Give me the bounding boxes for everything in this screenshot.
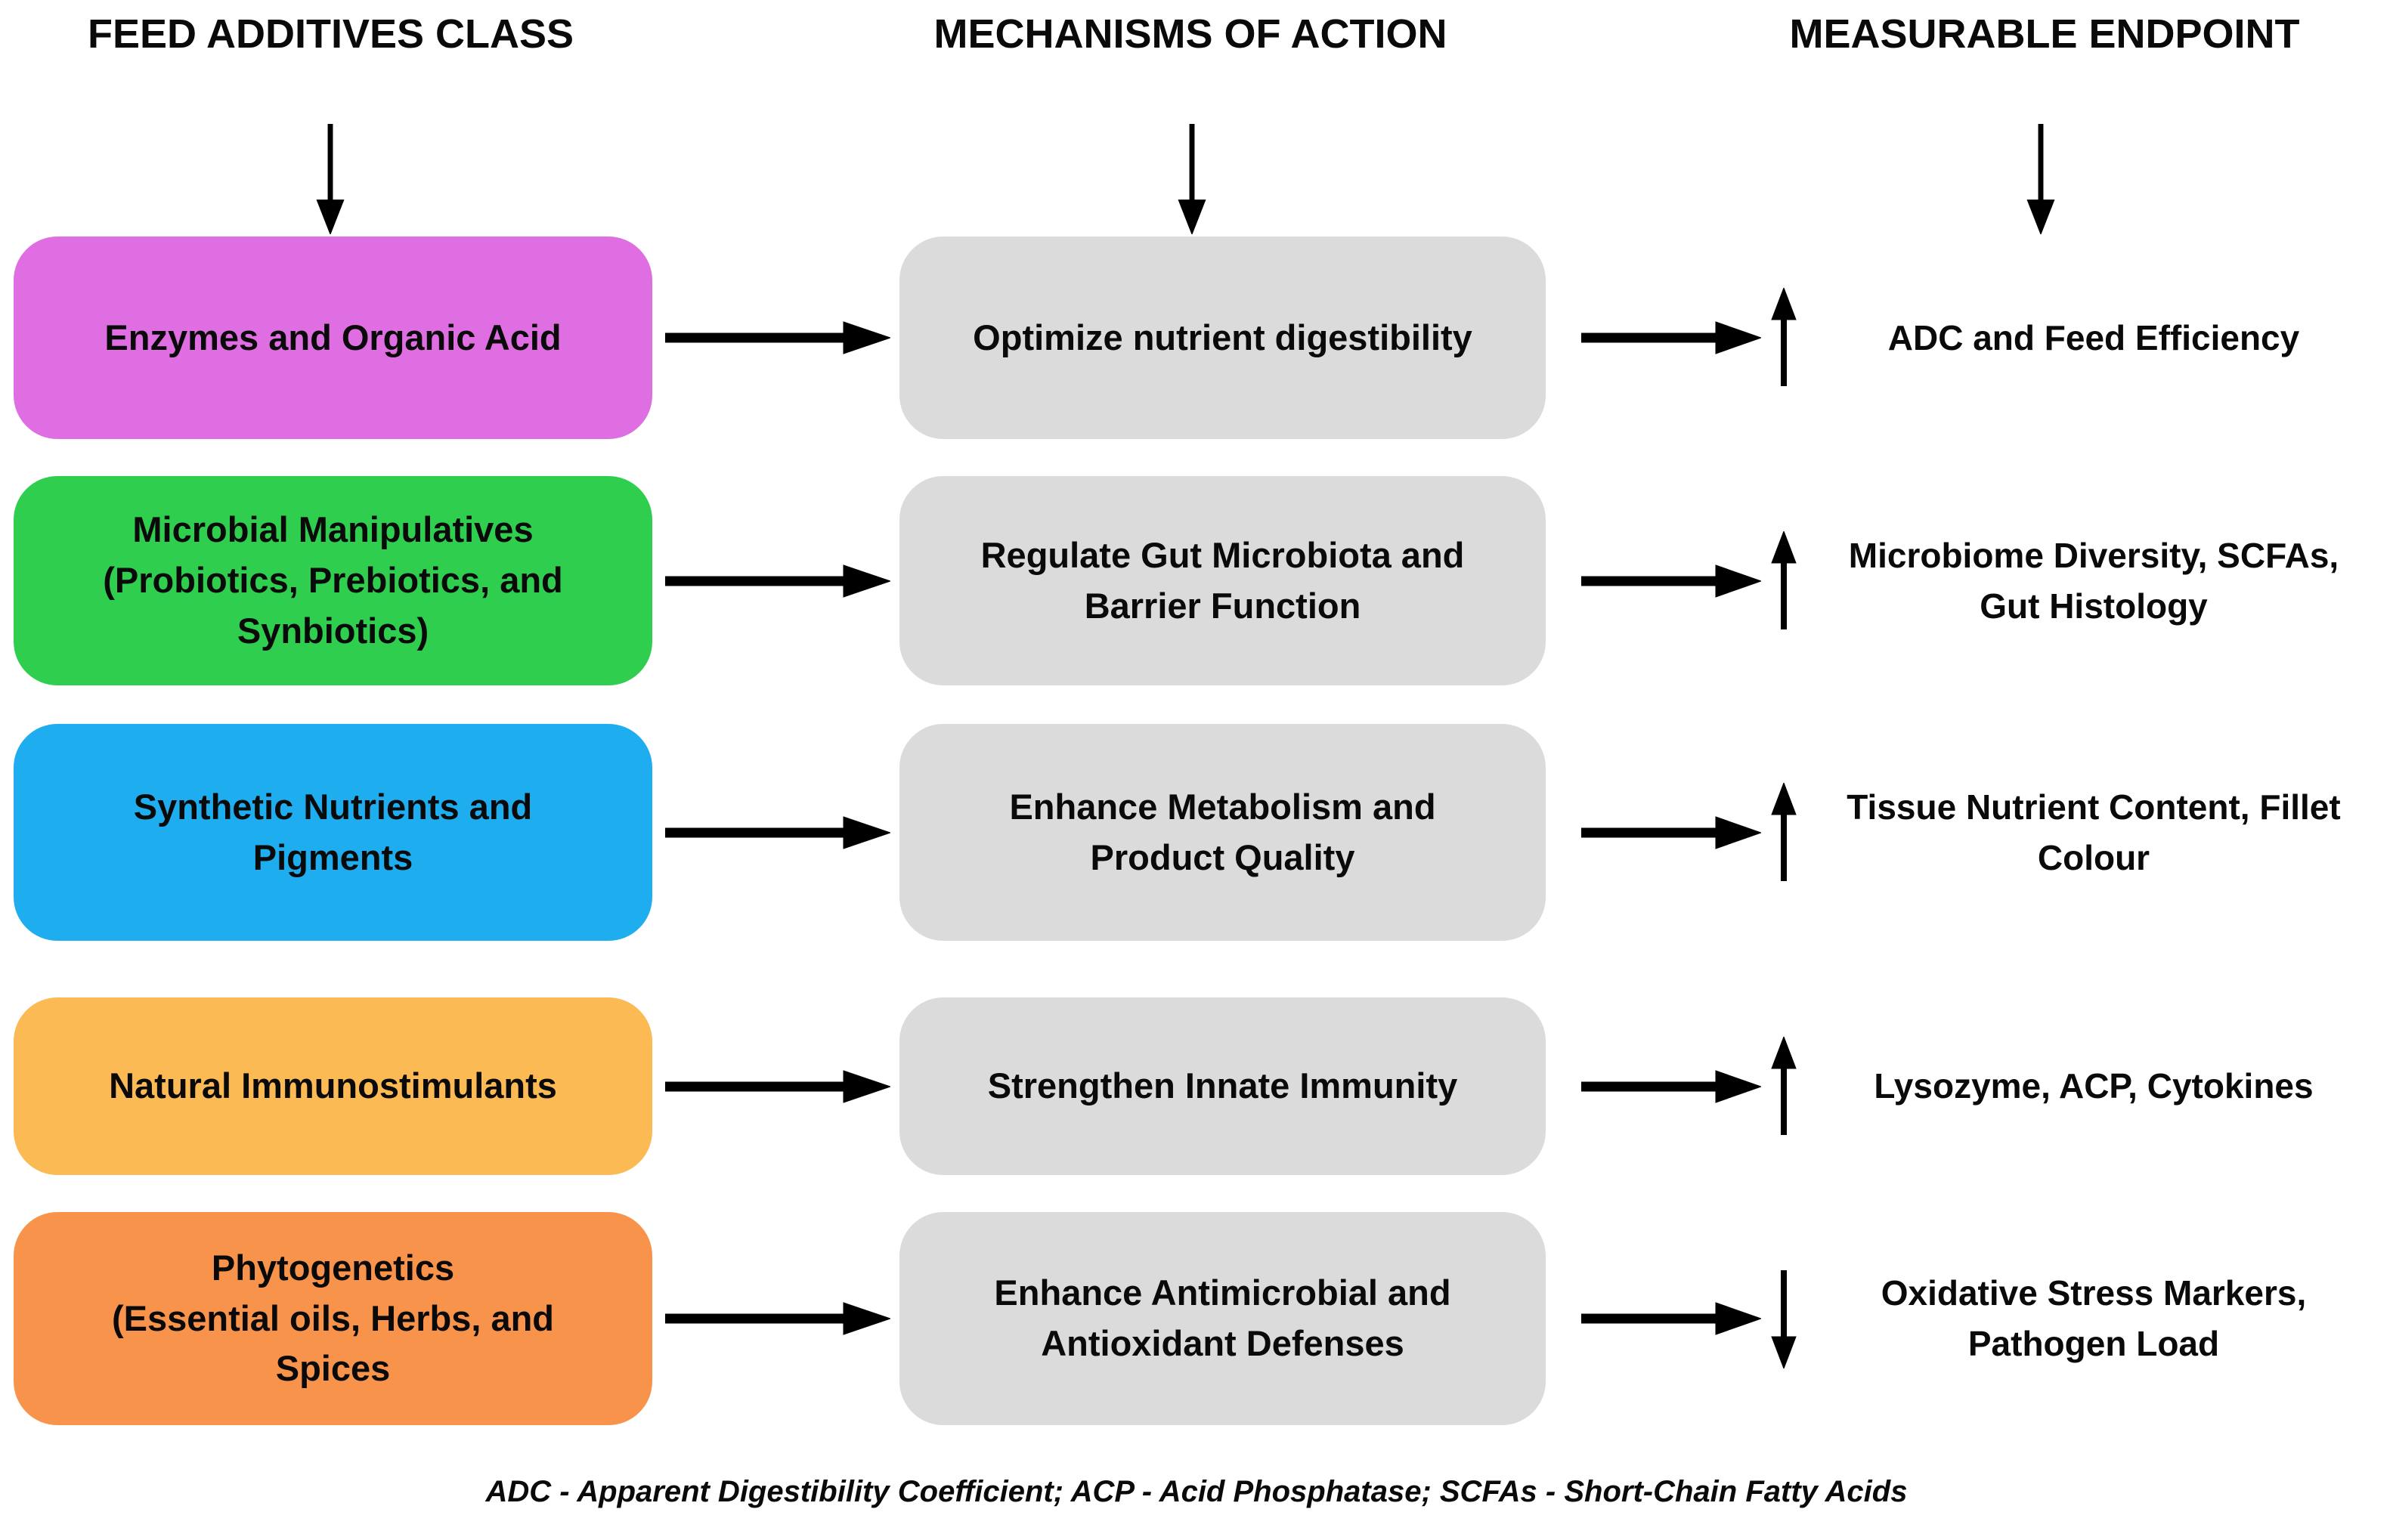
class-box-label: Natural Immunostimulants (109, 1065, 557, 1106)
right-arrow-icon (1581, 1069, 1761, 1103)
feed-additive-class-box: Enzymes and Organic Acid (14, 237, 652, 439)
diagram-row: Natural Immunostimulants Strengthen Inna… (0, 997, 2393, 1175)
endpoint-label: Oxidative Stress Markers, Pathogen Load (1881, 1273, 2307, 1363)
endpoint-label: Lysozyme, ACP, Cytokines (1874, 1066, 2314, 1106)
mechanism-label: Strengthen Innate Immunity (987, 1065, 1458, 1106)
feed-additive-class-box: Phytogenetics (Essential oils, Herbs, an… (14, 1212, 652, 1425)
decrease-arrow-icon (1769, 1269, 1799, 1368)
right-arrow-icon (1581, 564, 1761, 598)
right-arrow-icon (1581, 815, 1761, 849)
endpoint: Tissue Nutrient Content, Fillet Colour (1769, 724, 2373, 941)
down-arrow-icon (316, 123, 345, 234)
down-arrow-icon (1178, 123, 1206, 234)
endpoint-label: ADC and Feed Efficiency (1887, 317, 2300, 357)
diagram-row: Enzymes and Organic Acid Optimize nutrie… (0, 237, 2393, 439)
abbreviations-footnote: ADC - Apparent Digestibility Coefficient… (485, 1475, 1908, 1508)
mechanism-label: Optimize nutrient digestibility (973, 317, 1472, 357)
feed-additive-class-box: Synthetic Nutrients and Pigments (14, 724, 652, 941)
right-arrow-icon (665, 1069, 890, 1103)
down-arrow-icon (2026, 123, 2055, 234)
right-arrow-icon (1581, 321, 1761, 354)
right-arrow-icon (665, 815, 890, 849)
endpoint: Lysozyme, ACP, Cytokines (1769, 997, 2373, 1175)
class-box-label: Microbial Manipulatives (Probiotics, Pre… (103, 509, 563, 651)
increase-arrow-icon (1769, 1036, 1799, 1136)
mechanism-label: Regulate Gut Microbiota and Barrier Func… (980, 534, 1465, 626)
mechanism-box: Regulate Gut Microbiota and Barrier Func… (899, 476, 1546, 685)
class-box-label: Enzymes and Organic Acid (104, 317, 562, 357)
column-header-measurable-endpoint: MEASURABLE ENDPOINT (1789, 11, 2300, 57)
endpoint: Oxidative Stress Markers, Pathogen Load (1769, 1212, 2373, 1425)
right-arrow-icon (665, 321, 890, 354)
increase-arrow-icon (1769, 530, 1799, 631)
increase-arrow-icon (1769, 288, 1799, 388)
mechanism-box: Optimize nutrient digestibility (899, 237, 1546, 439)
column-header-mechanisms-of-action: MECHANISMS OF ACTION (933, 11, 1447, 57)
right-arrow-icon (665, 1302, 890, 1335)
increase-arrow-icon (1769, 782, 1799, 883)
mechanism-label: Enhance Metabolism and Product Quality (1009, 786, 1436, 877)
endpoint: ADC and Feed Efficiency (1769, 237, 2373, 439)
mechanism-label: Enhance Antimicrobial and Antioxidant De… (994, 1273, 1451, 1363)
column-header-feed-additives-class: FEED ADDITIVES CLASS (87, 11, 574, 57)
right-arrow-icon (1581, 1302, 1761, 1335)
endpoint-label: Tissue Nutrient Content, Fillet Colour (1847, 787, 2341, 877)
class-box-label: Phytogenetics (Essential oils, Herbs, an… (111, 1247, 555, 1389)
mechanism-box: Strengthen Innate Immunity (899, 997, 1546, 1175)
class-box-label: Synthetic Nutrients and Pigments (133, 786, 533, 877)
right-arrow-icon (665, 564, 890, 598)
diagram-row: Synthetic Nutrients and Pigments Enhance… (0, 724, 2393, 941)
mechanism-box: Enhance Metabolism and Product Quality (899, 724, 1546, 941)
diagram-row: Microbial Manipulatives (Probiotics, Pre… (0, 476, 2393, 685)
feed-additive-class-box: Microbial Manipulatives (Probiotics, Pre… (14, 476, 652, 685)
endpoint: Microbiome Diversity, SCFAs, Gut Histolo… (1769, 476, 2373, 685)
diagram-row: Phytogenetics (Essential oils, Herbs, an… (0, 1212, 2393, 1425)
mechanism-box: Enhance Antimicrobial and Antioxidant De… (899, 1212, 1546, 1425)
feed-additive-class-box: Natural Immunostimulants (14, 997, 652, 1175)
endpoint-label: Microbiome Diversity, SCFAs, Gut Histolo… (1848, 535, 2339, 626)
